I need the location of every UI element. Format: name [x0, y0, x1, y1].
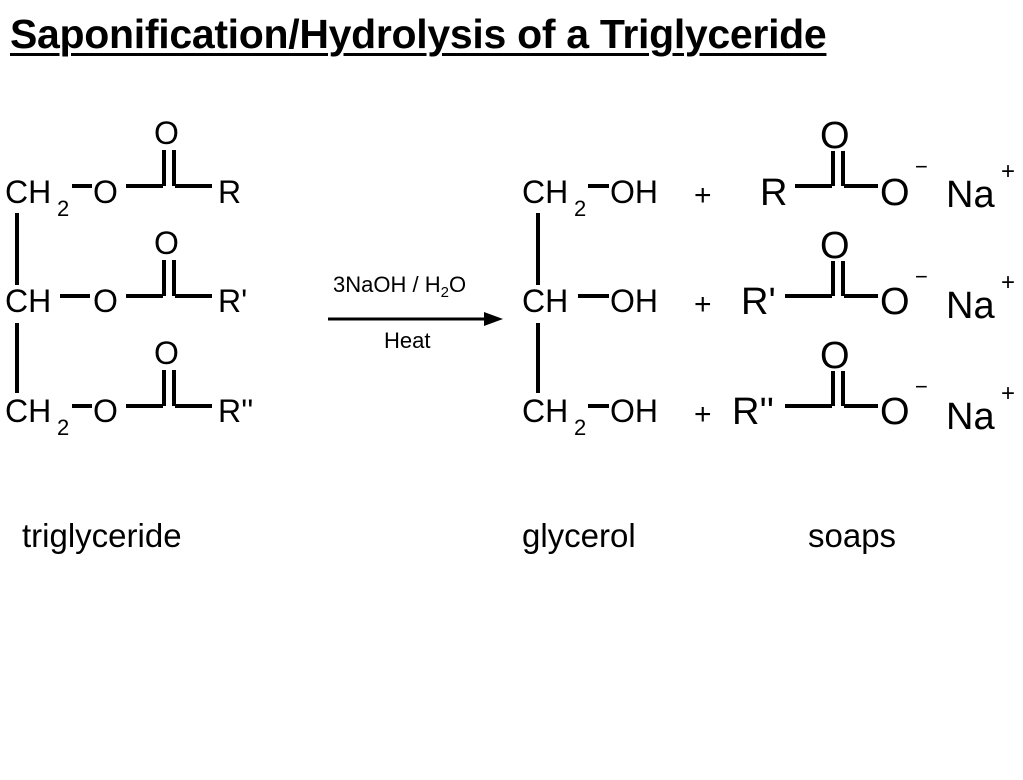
triglyceride-carbon-2: CH	[5, 283, 51, 319]
plus-sign-3: +	[694, 398, 712, 431]
sodium-charge-2: +	[1001, 269, 1015, 296]
triglyceride-structure: CH 2 O O R CH O O R' CH 2	[5, 115, 253, 554]
slide-title: Saponification/Hydrolysis of a Triglycer…	[10, 11, 827, 57]
reaction-arrow-head	[484, 312, 503, 326]
plus-sign-1: +	[694, 179, 712, 212]
triglyceride-subscript-3: 2	[57, 415, 69, 440]
sodium-ion-3: Na	[946, 396, 995, 438]
soap-carbonyl-oxygen-2: O	[820, 225, 850, 267]
soap-r-group-2: R'	[741, 281, 776, 323]
glycerol-subscript-1: 2	[574, 196, 586, 221]
triglyceride-label: triglyceride	[22, 517, 182, 554]
condition-heat: Heat	[384, 328, 430, 353]
glycerol-hydroxyl-2: OH	[610, 283, 658, 319]
sodium-ion-1: Na	[946, 174, 995, 216]
soap-carbonyl-oxygen-1: O	[820, 115, 850, 157]
reagent-text: 3NaOH / H2O	[333, 272, 466, 301]
soap-oxygen-1: O	[880, 172, 910, 214]
triglyceride-carbonyl-oxygen-1: O	[154, 115, 179, 151]
triglyceride-carbonyl-oxygen-3: O	[154, 335, 179, 371]
glycerol-carbon-1: CH	[522, 174, 568, 210]
glycerol-hydroxyl-1: OH	[610, 174, 658, 210]
sodium-charge-3: +	[1001, 380, 1015, 407]
soap-oxygen-3: O	[880, 391, 910, 433]
triglyceride-subscript-1: 2	[57, 196, 69, 221]
soaps-structure: R O O − Na + R' O O − Na + R''	[732, 115, 1015, 554]
triglyceride-ester-oxygen-1: O	[93, 174, 118, 210]
soap-carbonyl-oxygen-3: O	[820, 335, 850, 377]
sodium-charge-1: +	[1001, 158, 1015, 185]
triglyceride-ester-oxygen-2: O	[93, 283, 118, 319]
plus-sign-2: +	[694, 288, 712, 321]
sodium-ion-2: Na	[946, 285, 995, 327]
glycerol-carbon-3: CH	[522, 393, 568, 429]
glycerol-subscript-3: 2	[574, 415, 586, 440]
glycerol-carbon-2: CH	[522, 283, 568, 319]
soap-r-group-1: R	[760, 172, 787, 214]
soap-negative-charge-1: −	[915, 154, 928, 179]
soaps-label: soaps	[808, 517, 896, 554]
soap-oxygen-2: O	[880, 281, 910, 323]
triglyceride-carbon-3: CH	[5, 393, 51, 429]
soap-negative-charge-3: −	[915, 374, 928, 399]
glycerol-structure: CH 2 OH + CH OH + CH 2 OH + glycerol	[522, 174, 712, 554]
glycerol-hydroxyl-3: OH	[610, 393, 658, 429]
triglyceride-ester-oxygen-3: O	[93, 393, 118, 429]
triglyceride-carbonyl-oxygen-2: O	[154, 225, 179, 261]
soap-r-group-3: R''	[732, 391, 774, 433]
triglyceride-r-group-3: R''	[218, 393, 253, 429]
triglyceride-carbon-1: CH	[5, 174, 51, 210]
triglyceride-r-group-1: R	[218, 174, 241, 210]
reaction-conditions: 3NaOH / H2O Heat	[328, 272, 503, 353]
glycerol-label: glycerol	[522, 517, 636, 554]
soap-negative-charge-2: −	[915, 264, 928, 289]
triglyceride-r-group-2: R'	[218, 283, 247, 319]
